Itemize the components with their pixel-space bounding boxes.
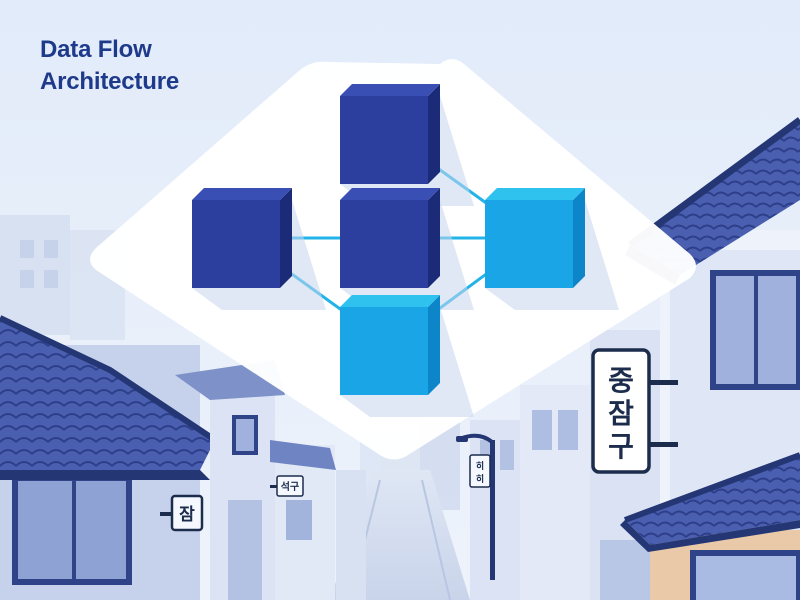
node-side-face xyxy=(573,188,585,288)
pole-sign-text-2: 히 xyxy=(476,473,484,485)
node-side-face xyxy=(280,188,292,288)
vertical-sign-char-3: 구 xyxy=(608,430,634,463)
left-shop-sign: 잠 xyxy=(160,494,204,532)
node-top-face xyxy=(340,188,440,200)
node-front-face xyxy=(340,96,428,184)
vertical-sign-char-2: 잠 xyxy=(608,397,634,430)
left-street-buildings xyxy=(0,315,366,600)
pole-sign-text-1: 히 xyxy=(476,460,484,472)
node-front-face xyxy=(340,200,428,288)
node-side-face xyxy=(428,295,440,395)
node-top-face xyxy=(340,84,440,96)
vertical-sign: 중 잠 구 xyxy=(591,348,678,474)
node-top-face xyxy=(485,188,585,200)
node-side-face xyxy=(428,84,440,184)
node-right xyxy=(485,188,619,310)
diagram-title-line-2: Architecture xyxy=(40,68,179,95)
node-front-face xyxy=(340,307,428,395)
node-bottom xyxy=(340,295,474,417)
node-top xyxy=(340,84,474,206)
left-sign-text: 잠 xyxy=(179,505,195,525)
diagram-title-line-1: Data Flow xyxy=(40,36,152,63)
mid-sign-text: 석구 xyxy=(281,480,299,493)
node-front-face xyxy=(192,200,280,288)
diagram-nodes xyxy=(192,84,619,417)
street-lamp xyxy=(456,433,495,580)
node-side-face xyxy=(428,188,440,288)
node-center xyxy=(340,188,474,310)
pole-sign: 히 히 xyxy=(469,454,491,488)
node-front-face xyxy=(485,200,573,288)
node-top-face xyxy=(340,295,440,307)
vertical-sign-char-1: 중 xyxy=(608,364,634,397)
diagram-title: Data Flow Architecture xyxy=(40,34,179,98)
node-left xyxy=(192,188,326,310)
node-top-face xyxy=(192,188,292,200)
right-street-buildings xyxy=(470,117,800,600)
mid-shop-sign: 석구 xyxy=(270,475,304,497)
